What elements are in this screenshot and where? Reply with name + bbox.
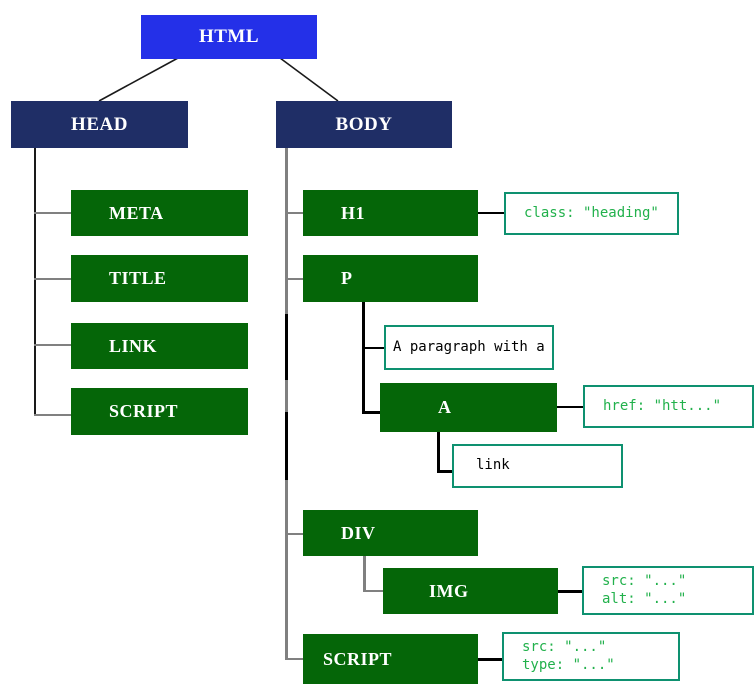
connector-script-to-attr <box>478 658 502 661</box>
attr-box-img[interactable]: src: "..." alt: "..." <box>582 566 754 615</box>
node-p-label: P <box>341 268 353 288</box>
node-link-label: LINK <box>109 335 158 356</box>
attr-a-href-text: href: "htt..." <box>603 397 722 414</box>
node-link[interactable]: LINK <box>71 323 248 369</box>
node-a-label: A <box>438 397 452 417</box>
attr-box-script[interactable]: src: "..." type: "..." <box>502 632 680 681</box>
attr-script-src-text: src: "..." <box>522 638 607 655</box>
connector-img-to-attr <box>558 590 582 593</box>
node-p[interactable]: P <box>303 255 478 302</box>
node-head-label: HEAD <box>71 113 128 135</box>
connector-body-trunk-mid2 <box>285 380 288 412</box>
connector-body-trunk-upper <box>285 148 288 314</box>
node-body-label: BODY <box>335 113 393 135</box>
attr-script-type-text: type: "..." <box>522 656 615 673</box>
node-meta-label: META <box>109 202 164 223</box>
text-node-link-text: link <box>476 457 510 474</box>
text-node-paragraph[interactable]: A paragraph with a <box>384 325 554 370</box>
node-img-label: IMG <box>429 580 469 601</box>
attr-h1-class-text: class: "heading" <box>524 204 659 221</box>
connector-div-trunk <box>363 556 366 592</box>
connector-body-to-p <box>285 278 305 280</box>
node-head[interactable]: HEAD <box>11 101 188 148</box>
node-a[interactable]: A <box>380 383 557 432</box>
connector-head-to-meta <box>34 212 72 214</box>
node-body-script-label: SCRIPT <box>323 648 393 669</box>
node-meta[interactable]: META <box>71 190 248 236</box>
attr-box-a-href[interactable]: href: "htt..." <box>583 385 754 428</box>
connector-a-trunk <box>437 432 440 472</box>
node-div[interactable]: DIV <box>303 510 478 556</box>
node-div-label: DIV <box>341 522 376 543</box>
attr-img-alt-text: alt: "..." <box>602 590 687 607</box>
connector-div-to-img <box>363 590 385 592</box>
connector-h1-to-attr <box>478 212 504 214</box>
connector-body-to-script <box>285 658 305 660</box>
connector-head-trunk <box>34 148 36 416</box>
connector-body-to-div <box>285 533 305 535</box>
connector-body-to-h1 <box>285 212 305 214</box>
connector-body-trunk-mid3 <box>285 412 288 480</box>
node-html-label: HTML <box>198 26 260 47</box>
connector-p-to-a <box>362 411 382 414</box>
connector-a-to-attr <box>557 406 583 408</box>
connector-head-to-link <box>34 344 72 346</box>
connector-body-trunk-mid1 <box>285 314 288 380</box>
node-img[interactable]: IMG <box>383 568 558 614</box>
connector-p-trunk <box>362 302 365 414</box>
connector-a-to-link-text <box>437 470 455 473</box>
node-body-script[interactable]: SCRIPT <box>303 634 478 684</box>
attr-box-h1-class[interactable]: class: "heading" <box>504 192 679 235</box>
connector-p-to-text <box>362 347 384 349</box>
text-node-link[interactable]: link <box>452 444 623 488</box>
node-h1[interactable]: H1 <box>303 190 478 236</box>
node-html[interactable]: HTML <box>141 15 317 59</box>
connector-body-trunk-lower <box>285 480 288 660</box>
node-title-label: TITLE <box>109 268 167 288</box>
connector-head-to-script <box>34 414 72 416</box>
node-head-script[interactable]: SCRIPT <box>71 388 248 435</box>
node-head-script-label: SCRIPT <box>109 401 179 421</box>
node-h1-label: H1 <box>341 202 366 223</box>
node-title[interactable]: TITLE <box>71 255 248 302</box>
attr-img-src-text: src: "..." <box>602 572 687 589</box>
connector-head-to-title <box>34 278 72 280</box>
text-node-paragraph-text: A paragraph with a <box>393 338 545 355</box>
node-body[interactable]: BODY <box>276 101 452 148</box>
